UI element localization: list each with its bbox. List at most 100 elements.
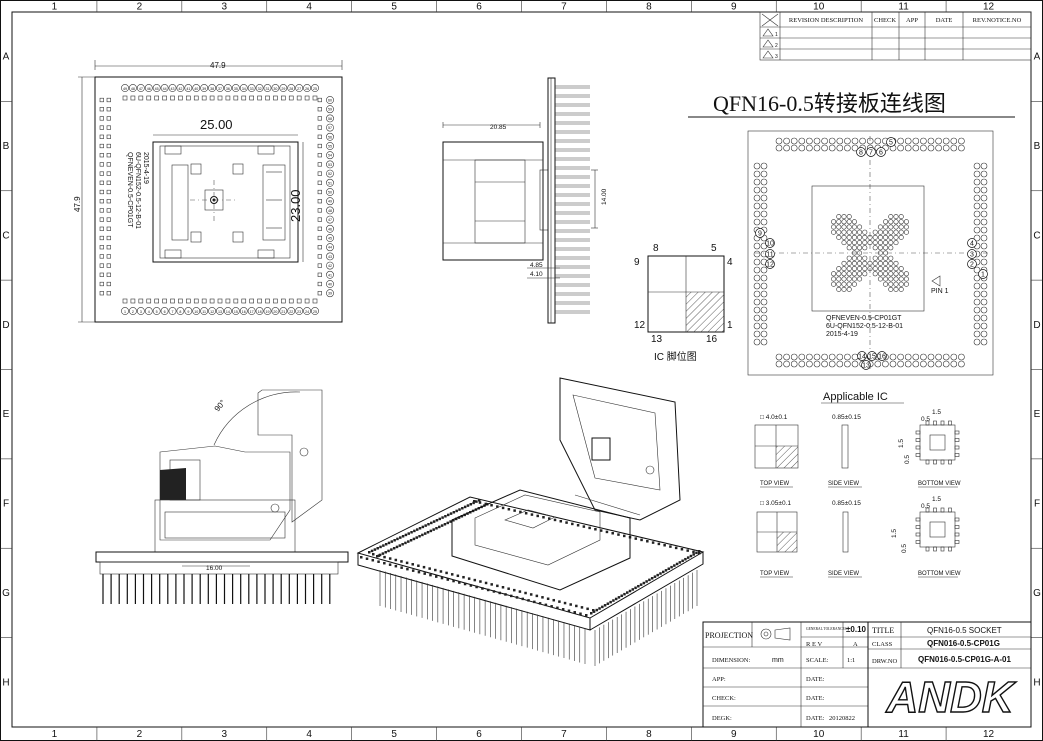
pin-circle	[326, 105, 334, 114]
top-view-height-dim: 47.9	[73, 196, 82, 212]
pin-circle	[168, 84, 177, 92]
board-pin-label: 12	[766, 262, 774, 269]
pin-circle	[224, 84, 232, 92]
board-pin1-label: PIN 1	[931, 288, 949, 295]
pin-number: 41	[328, 273, 332, 277]
pin-number: 5	[156, 310, 158, 314]
row-label: A	[1034, 52, 1041, 63]
column-label: 5	[391, 729, 397, 740]
pin-circle	[247, 307, 256, 315]
pin-number: 42	[328, 264, 332, 268]
pin-number: 23	[297, 310, 301, 314]
ic-corner-16: 16	[706, 334, 718, 345]
pin-number: 59	[328, 108, 332, 112]
board-pin-label: 10	[766, 241, 774, 248]
pin-circle	[326, 280, 334, 288]
tb-projection: PROJECTION	[705, 631, 753, 640]
column-label: 3	[222, 2, 228, 13]
pin-number: 42	[178, 87, 182, 91]
row-label: C	[1033, 230, 1040, 241]
pin-circle	[263, 307, 272, 315]
side-view-dim-b: 4.10	[530, 271, 543, 278]
pin-circle	[144, 307, 153, 315]
pin-circle	[326, 270, 334, 279]
pin-circle	[326, 252, 334, 261]
tb-rev-value: A	[853, 641, 858, 648]
andk-logo: ANDK	[885, 672, 1018, 722]
rev-row-3: 3	[775, 54, 778, 60]
pin-circle	[176, 307, 185, 315]
ic1-pad: 0.5	[921, 416, 930, 423]
column-label: 12	[983, 2, 995, 13]
pin-number: 10	[194, 310, 198, 314]
pin-number: 48	[131, 87, 135, 91]
pin-number: 40	[328, 283, 332, 287]
pin-number: 20	[273, 310, 277, 314]
tb-title-label: TITLE	[872, 626, 894, 635]
svg-text:2015-4-19: 2015-4-19	[142, 152, 149, 184]
pin-number: 49	[328, 200, 332, 204]
pin-number: 19	[266, 310, 270, 314]
tb-drw-label: DRW.NO	[872, 658, 898, 665]
row-label: G	[1033, 588, 1041, 599]
tb-date-value: 20120822	[829, 715, 855, 722]
pin-circle	[168, 307, 177, 315]
tb-check-label: CHECK:	[712, 695, 736, 702]
board-pin-label: 4	[970, 241, 974, 248]
svg-text:QFNEVEN-0.5-CP01GT: QFNEVEN-0.5-CP01GT	[126, 152, 133, 228]
pin-number: 49	[123, 87, 127, 91]
ic1-bottom-view-label: BOTTOM VIEW	[918, 481, 961, 487]
pin-circle	[152, 84, 161, 92]
column-label: 2	[137, 729, 143, 740]
rev-header-app: APP	[906, 17, 918, 24]
pin-number: 34	[242, 87, 246, 91]
pin-number: 47	[139, 87, 143, 91]
pin-number: 45	[328, 237, 332, 241]
pin-circle	[326, 123, 334, 132]
pin-circle	[326, 261, 334, 270]
board-pin-label: 6	[879, 150, 883, 157]
ic-corner-5: 5	[711, 243, 717, 254]
column-label: 3	[222, 729, 228, 740]
pin-circle	[200, 307, 209, 315]
pin-number: 28	[289, 87, 293, 91]
tb-scale-value: 1:1	[847, 657, 855, 664]
pin-number: 50	[328, 191, 332, 195]
column-label: 10	[813, 729, 825, 740]
pin-circle	[326, 224, 334, 233]
ic-corner-9: 9	[634, 257, 640, 268]
row-label: B	[1034, 141, 1041, 152]
column-label: 11	[898, 2, 909, 13]
pin-number: 29	[281, 87, 285, 91]
rev-header-check: CHECK	[874, 17, 896, 24]
row-label: E	[1034, 409, 1041, 420]
row-label: F	[3, 499, 9, 510]
row-label: B	[3, 141, 10, 152]
pin-number: 44	[328, 246, 332, 250]
ic1-top-view-label: TOP VIEW	[760, 481, 789, 487]
board-pin-label: 5	[889, 140, 893, 147]
board-pin-label: 8	[859, 150, 863, 157]
tb-desg-label: DEGK:	[712, 715, 732, 722]
pin-number: 18	[258, 310, 262, 314]
pin-circle	[326, 234, 334, 242]
tb-title-value: QFN16-0.5 SOCKET	[927, 626, 1002, 635]
pin-circle	[144, 84, 153, 92]
pin-circle	[160, 307, 169, 315]
column-label: 10	[813, 2, 825, 13]
pin-circle	[136, 84, 145, 92]
pin-circle	[326, 178, 334, 187]
ic-corner-8: 8	[653, 243, 659, 254]
tb-class-value: QFN016-0.5-CP01G	[927, 639, 1000, 648]
column-label: 8	[646, 2, 652, 13]
top-view-inner-width-dim: 25.00	[200, 117, 233, 132]
pin-number: 22	[289, 310, 293, 314]
top-view-inner-height-dim: 23.00	[288, 189, 303, 222]
pin-circle	[255, 307, 264, 315]
tb-scale-label: SCALE:	[806, 657, 829, 664]
